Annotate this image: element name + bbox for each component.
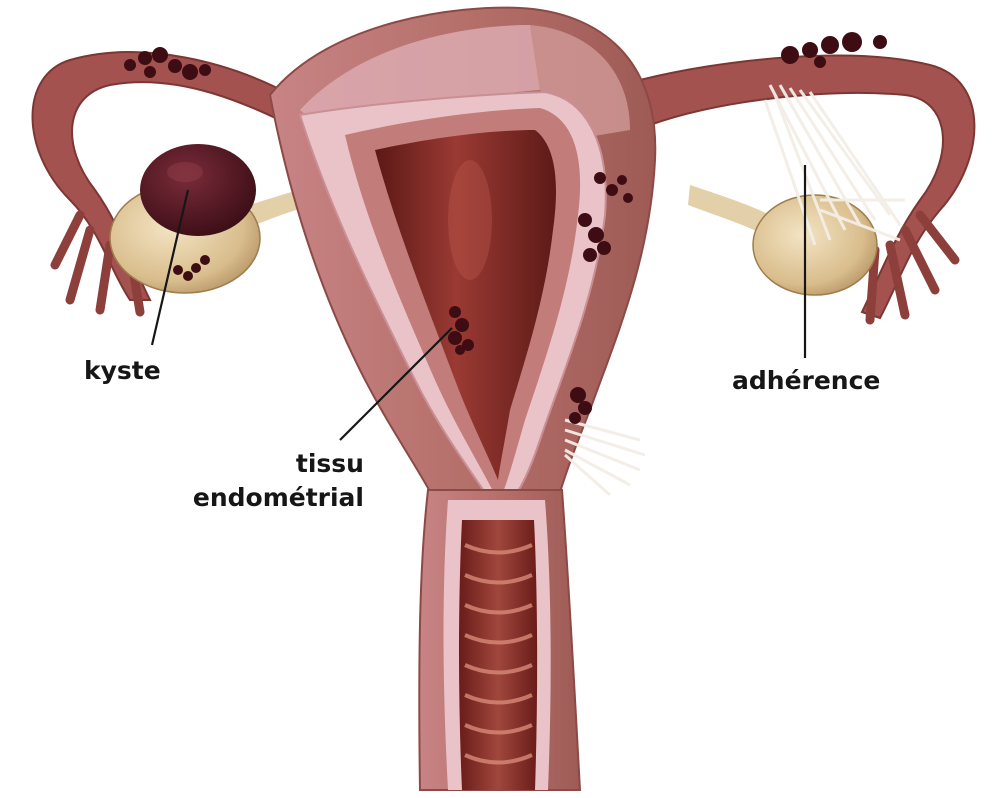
label-tissu-endometrial: tissu endométrial [193, 447, 364, 515]
label-kyste: kyste [84, 356, 161, 386]
label-tissu-line1: tissu [193, 447, 364, 481]
ovarian-cyst [140, 144, 256, 236]
label-adherence: adhérence [732, 366, 880, 396]
vaginal-canal [459, 520, 537, 790]
label-tissu-line2: endométrial [193, 481, 364, 515]
